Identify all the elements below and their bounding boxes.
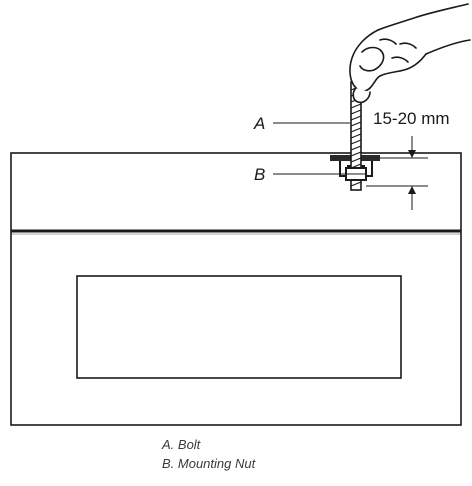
door-window [77,276,401,378]
callout-b-label: B [254,165,265,184]
dimension-arrow-up-icon [408,186,416,194]
dimension-label: 15-20 mm [373,109,450,128]
appliance-outer-frame [11,153,461,425]
legend-item-mounting-nut: B. Mounting Nut [162,454,255,473]
appliance-body [11,153,461,425]
dimension-arrow-down-icon [408,150,416,158]
legend: A. Bolt B. Mounting Nut [162,435,255,473]
callout-leaders [273,123,350,174]
hand-illustration [350,4,470,102]
callout-a-label: A [253,114,265,133]
legend-item-bolt: A. Bolt [162,435,255,454]
dimension-marker [366,136,428,210]
